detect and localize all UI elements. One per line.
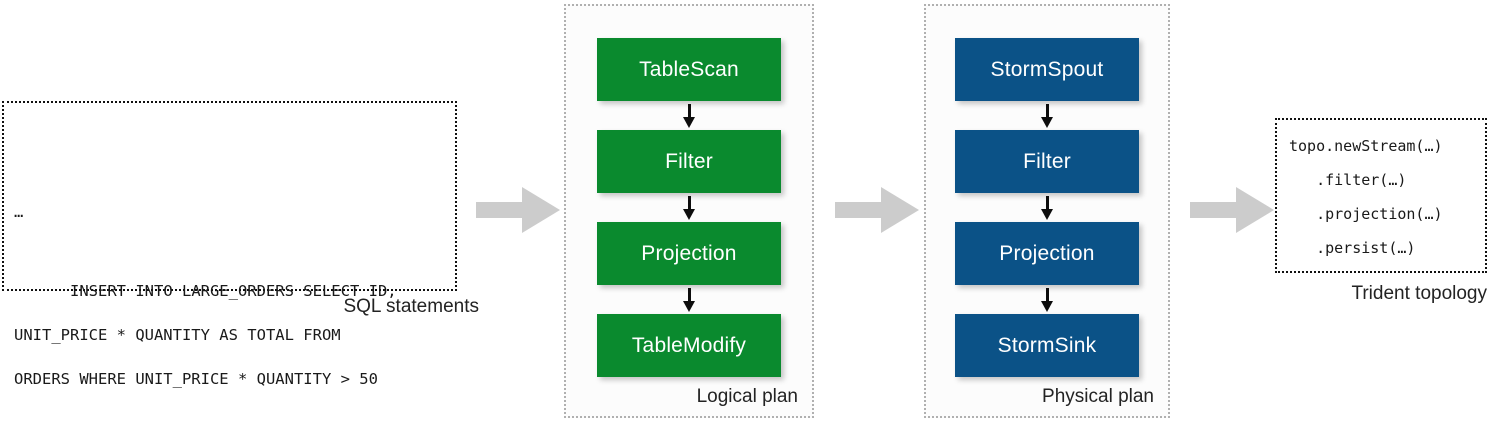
trident-code-line: .persist(…) bbox=[1289, 239, 1416, 257]
arrow-head bbox=[1041, 301, 1053, 312]
node-label: Filter bbox=[665, 149, 713, 173]
arrow-stem bbox=[1045, 104, 1049, 120]
trident-code-line: .filter(…) bbox=[1289, 171, 1407, 189]
logical-node-tablescan: TableScan bbox=[597, 38, 781, 101]
arrow-logical-to-physical-icon bbox=[835, 187, 919, 233]
arrow-head bbox=[1041, 117, 1053, 128]
logical-plan-node-stack: TableScan Filter Projection TableMo bbox=[597, 38, 781, 377]
sql-statements-caption: SQL statements bbox=[343, 296, 479, 317]
node-label: StormSink bbox=[997, 333, 1097, 357]
arrow-stem bbox=[1045, 288, 1049, 304]
arrow-tip bbox=[522, 187, 560, 233]
down-arrow-icon bbox=[597, 101, 781, 130]
arrow-stem bbox=[687, 104, 691, 120]
arrow-head bbox=[1041, 209, 1053, 220]
arrow-head bbox=[683, 301, 695, 312]
arrow-shaft bbox=[1190, 202, 1238, 218]
node-label: StormSpout bbox=[990, 57, 1104, 81]
arrow-stem bbox=[687, 196, 691, 212]
sql-ellipsis: … bbox=[14, 203, 24, 221]
trident-topology-panel: topo.newStream(…) .filter(…) .projection… bbox=[1275, 118, 1487, 273]
physical-node-stormspout: StormSpout bbox=[955, 38, 1139, 101]
logical-node-filter: Filter bbox=[597, 130, 781, 193]
logical-plan-container: TableScan Filter Projection TableMo bbox=[564, 4, 814, 418]
node-label: TableModify bbox=[631, 333, 747, 357]
arrow-tip bbox=[1236, 187, 1274, 233]
arrow-shaft bbox=[835, 202, 883, 218]
arrow-stem bbox=[1045, 196, 1049, 212]
physical-node-stormsink: StormSink bbox=[955, 314, 1139, 377]
down-arrow-icon bbox=[955, 285, 1139, 314]
trident-code-line: .projection(…) bbox=[1289, 205, 1443, 223]
physical-plan-node-stack: StormSpout Filter Projection StormS bbox=[955, 38, 1139, 377]
node-label: Projection bbox=[641, 241, 737, 265]
trident-topology-caption: Trident topology bbox=[1351, 283, 1487, 304]
trident-code-line: topo.newStream(…) bbox=[1289, 137, 1443, 155]
logical-plan-caption: Logical plan bbox=[696, 386, 798, 407]
physical-plan-caption: Physical plan bbox=[1042, 386, 1154, 407]
arrow-head bbox=[683, 209, 695, 220]
arrow-physical-to-trident-icon bbox=[1190, 187, 1274, 233]
down-arrow-icon bbox=[955, 101, 1139, 130]
trident-code-block: topo.newStream(…) .filter(…) .projection… bbox=[1289, 129, 1443, 265]
node-label: TableScan bbox=[639, 57, 739, 81]
down-arrow-icon bbox=[597, 193, 781, 222]
sql-code-text: INSERT INTO LARGE_ORDERS SELECT ID, UNIT… bbox=[14, 282, 397, 388]
arrow-sql-to-logical-icon bbox=[476, 187, 560, 233]
arrow-head bbox=[683, 117, 695, 128]
physical-node-filter: Filter bbox=[955, 130, 1139, 193]
sql-code-block: … INSERT INTO LARGE_ORDERS SELECT ID, UN… bbox=[14, 111, 449, 422]
arrow-shaft bbox=[476, 202, 524, 218]
node-label: Projection bbox=[999, 241, 1095, 265]
logical-node-tablemodify: TableModify bbox=[597, 314, 781, 377]
physical-node-projection: Projection bbox=[955, 222, 1139, 285]
logical-node-projection: Projection bbox=[597, 222, 781, 285]
node-label: Filter bbox=[1023, 149, 1071, 173]
arrow-stem bbox=[687, 288, 691, 304]
arrow-tip bbox=[881, 187, 919, 233]
down-arrow-icon bbox=[955, 193, 1139, 222]
down-arrow-icon bbox=[597, 285, 781, 314]
physical-plan-container: StormSpout Filter Projection StormS bbox=[924, 4, 1170, 418]
sql-statements-panel: … INSERT INTO LARGE_ORDERS SELECT ID, UN… bbox=[2, 101, 457, 388]
